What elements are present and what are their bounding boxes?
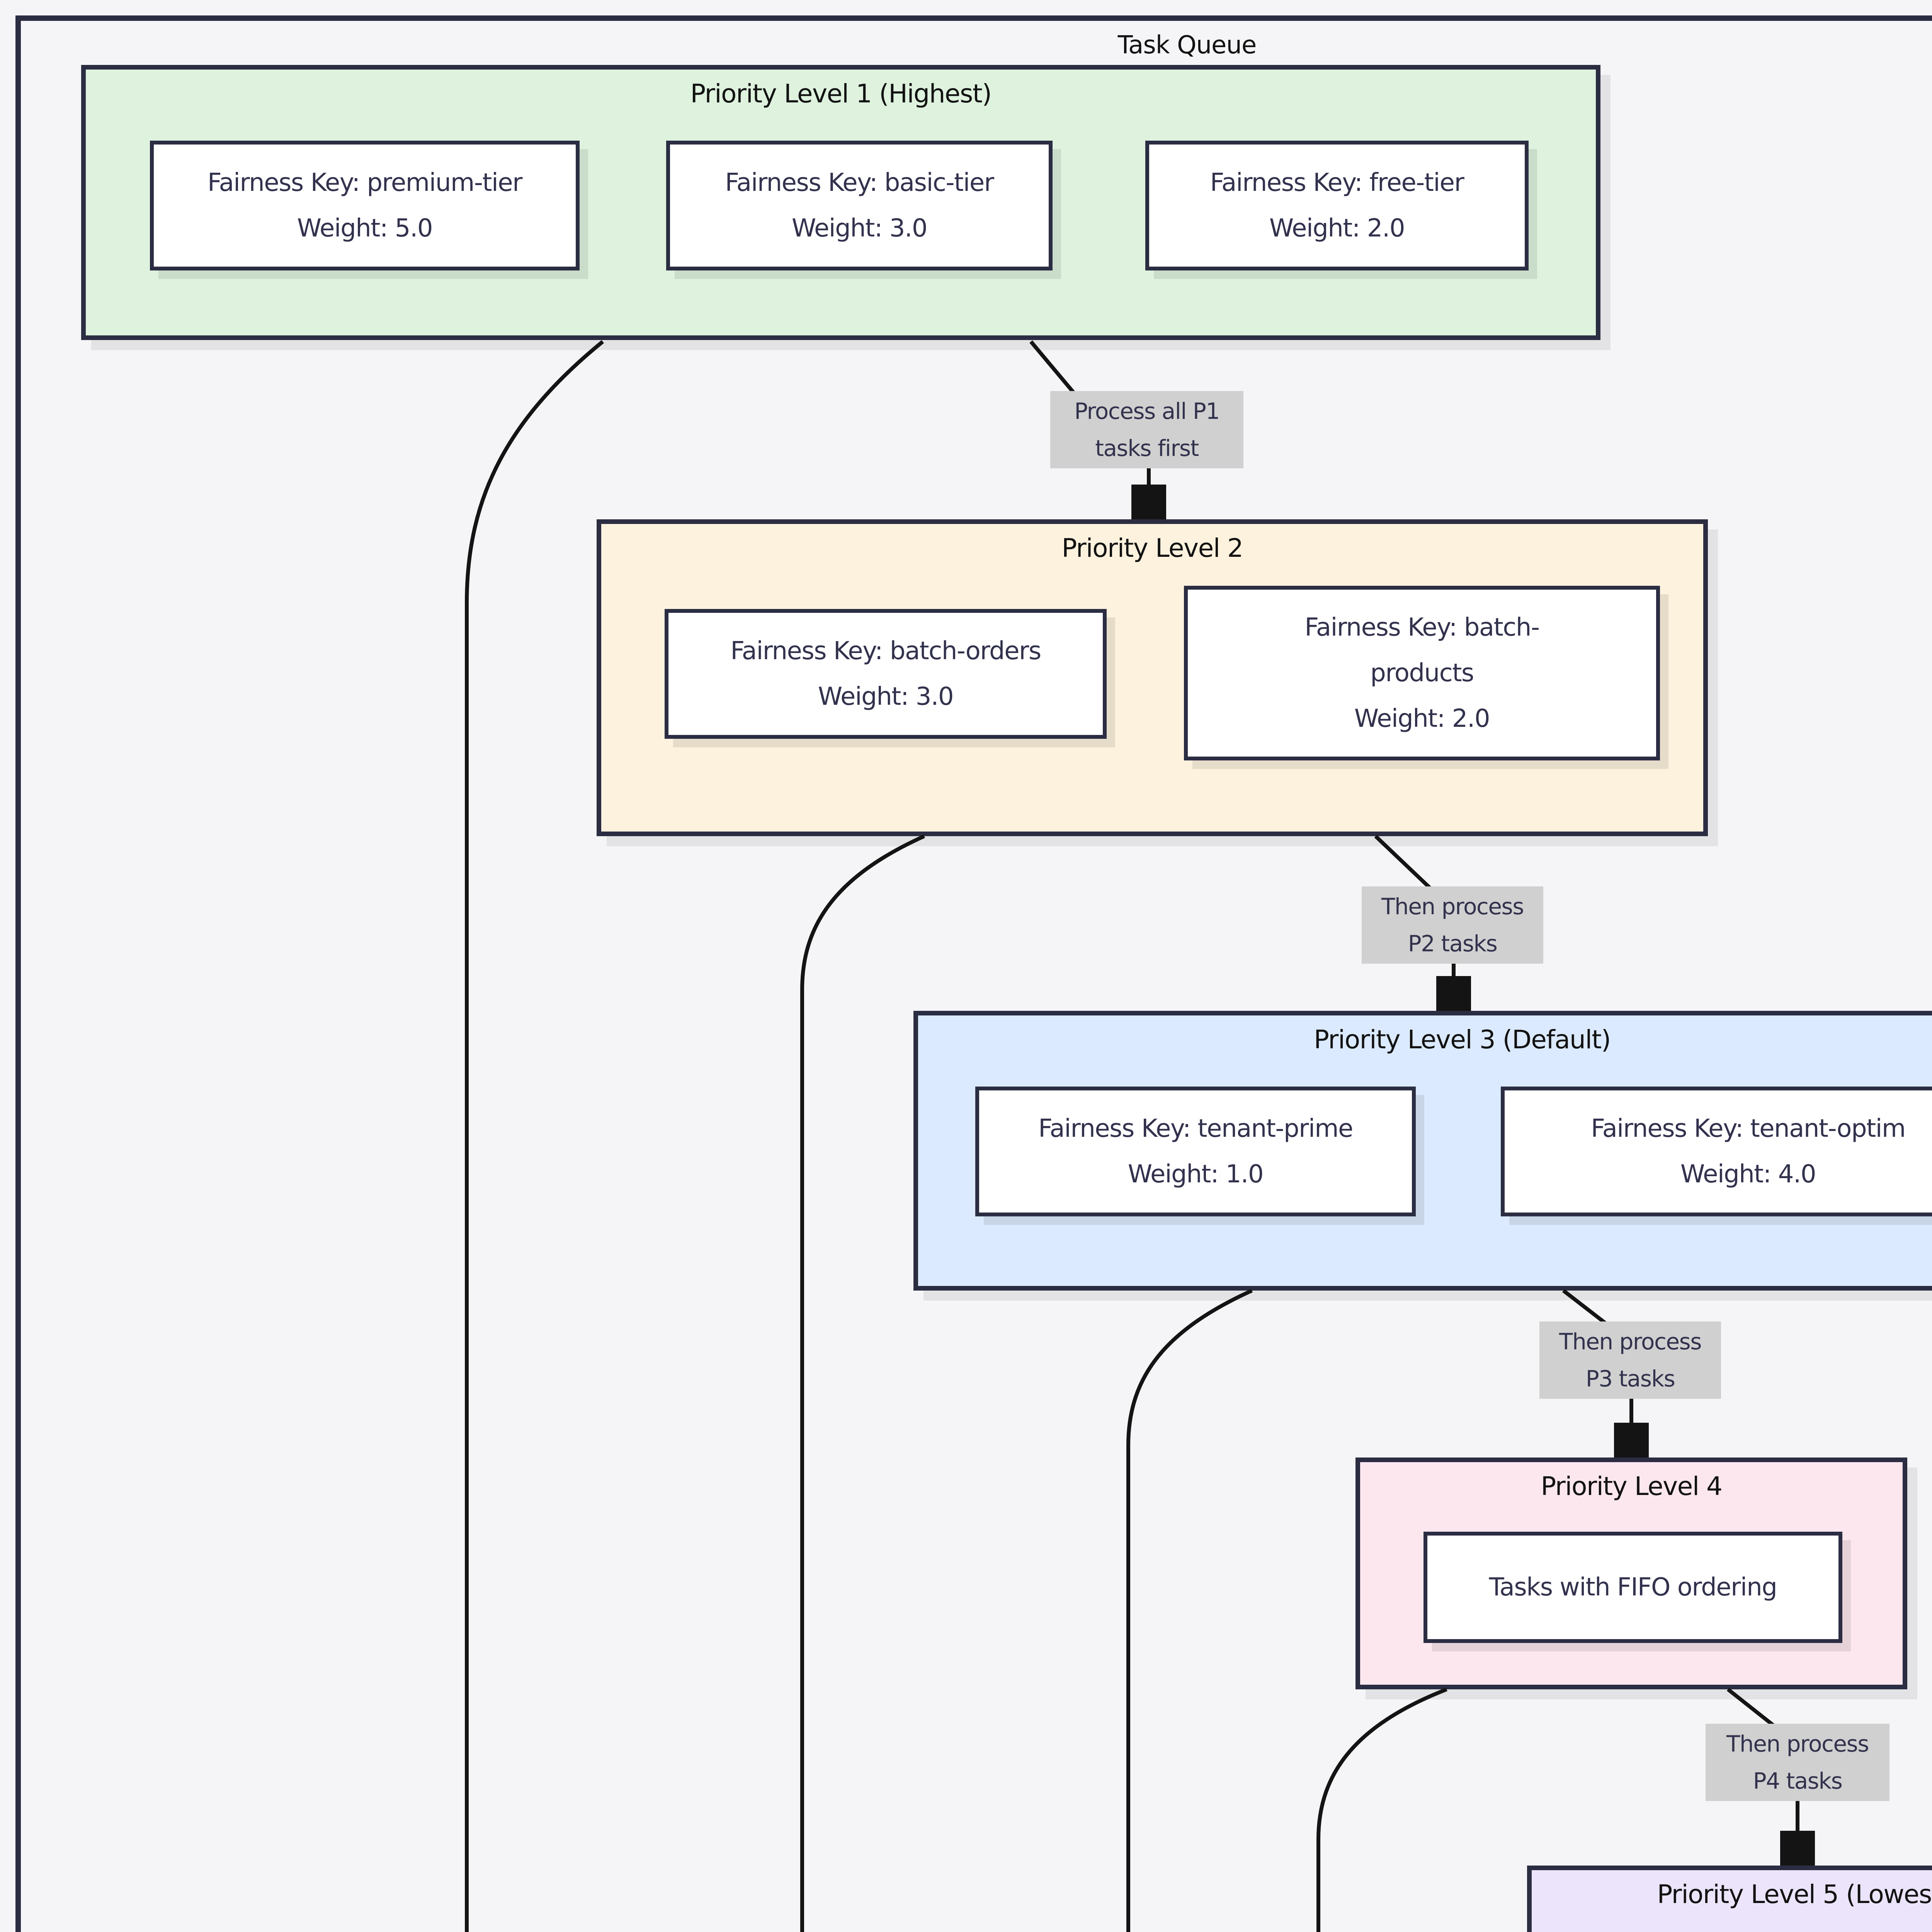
edge-label-p3-p4-line-1: Then process — [1559, 1328, 1702, 1355]
node-tenant-optim-line-2: Weight: 4.0 — [1680, 1160, 1816, 1189]
edge-label-p2-p3: Then process P2 tasks — [1362, 886, 1543, 964]
node-batch-orders: Fairness Key: batch-orders Weight: 3.0 — [665, 609, 1107, 739]
node-fifo-p4: Tasks with FIFO ordering — [1423, 1532, 1842, 1643]
group-priority-level-1-header: Priority Level 1 (Highest) — [690, 79, 992, 109]
diagram-title: Task Queue — [1117, 31, 1257, 60]
node-batch-orders-line-2: Weight: 3.0 — [818, 682, 954, 711]
node-tenant-optim-line-1: Fairness Key: tenant-optim — [1591, 1114, 1906, 1143]
edge-label-p4-p5-line-1: Then process — [1726, 1731, 1869, 1757]
group-priority-level-4-header: Priority Level 4 — [1541, 1471, 1723, 1501]
edge-label-p3-p4: Then process P3 tasks — [1539, 1321, 1721, 1399]
group-priority-level-5: Priority Level 5 (Lowest) — [1527, 1866, 1932, 1932]
edge-label-p1-p2: Process all P1 tasks first — [1050, 391, 1243, 468]
node-fifo-p4-line-1: Tasks with FIFO ordering — [1489, 1573, 1777, 1602]
node-free-tier: Fairness Key: free-tier Weight: 2.0 — [1145, 141, 1529, 270]
node-batch-products: Fairness Key: batch- products Weight: 2.… — [1184, 586, 1660, 760]
node-premium-tier-line-1: Fairness Key: premium-tier — [207, 168, 522, 197]
node-batch-products-line-3: Weight: 2.0 — [1354, 704, 1490, 733]
node-free-tier-line-2: Weight: 2.0 — [1269, 214, 1405, 243]
edge-label-p1-p2-line-1: Process all P1 — [1074, 398, 1220, 424]
node-free-tier-line-1: Fairness Key: free-tier — [1210, 168, 1464, 197]
node-batch-orders-line-1: Fairness Key: batch-orders — [730, 637, 1041, 665]
node-premium-tier: Fairness Key: premium-tier Weight: 5.0 — [150, 141, 580, 270]
edge-label-p2-p3-line-1: Then process — [1381, 893, 1524, 920]
node-tenant-prime: Fairness Key: tenant-prime Weight: 1.0 — [975, 1087, 1416, 1216]
node-batch-products-line-2: products — [1370, 659, 1474, 687]
edge-label-p4-p5: Then process P4 tasks — [1706, 1724, 1889, 1801]
node-basic-tier: Fairness Key: basic-tier Weight: 3.0 — [666, 141, 1053, 270]
node-tenant-prime-line-1: Fairness Key: tenant-prime — [1038, 1114, 1353, 1143]
edge-label-p2-p3-line-2: P2 tasks — [1408, 930, 1498, 957]
group-priority-level-5-header: Priority Level 5 (Lowest) — [1657, 1879, 1932, 1909]
group-priority-level-2-header: Priority Level 2 — [1061, 533, 1243, 563]
node-basic-tier-line-1: Fairness Key: basic-tier — [725, 168, 994, 197]
node-tenant-prime-line-2: Weight: 1.0 — [1128, 1160, 1264, 1189]
group-priority-level-3-header: Priority Level 3 (Default) — [1314, 1025, 1611, 1054]
node-premium-tier-line-2: Weight: 5.0 — [297, 214, 433, 243]
edge-label-p3-p4-line-2: P3 tasks — [1585, 1366, 1675, 1392]
node-batch-products-line-1: Fairness Key: batch- — [1304, 613, 1540, 642]
edge-label-p4-p5-line-2: P4 tasks — [1753, 1768, 1843, 1794]
node-tenant-optim: Fairness Key: tenant-optim Weight: 4.0 — [1501, 1087, 1932, 1216]
edge-label-p1-p2-line-2: tasks first — [1095, 435, 1199, 461]
node-basic-tier-line-2: Weight: 3.0 — [791, 214, 928, 243]
